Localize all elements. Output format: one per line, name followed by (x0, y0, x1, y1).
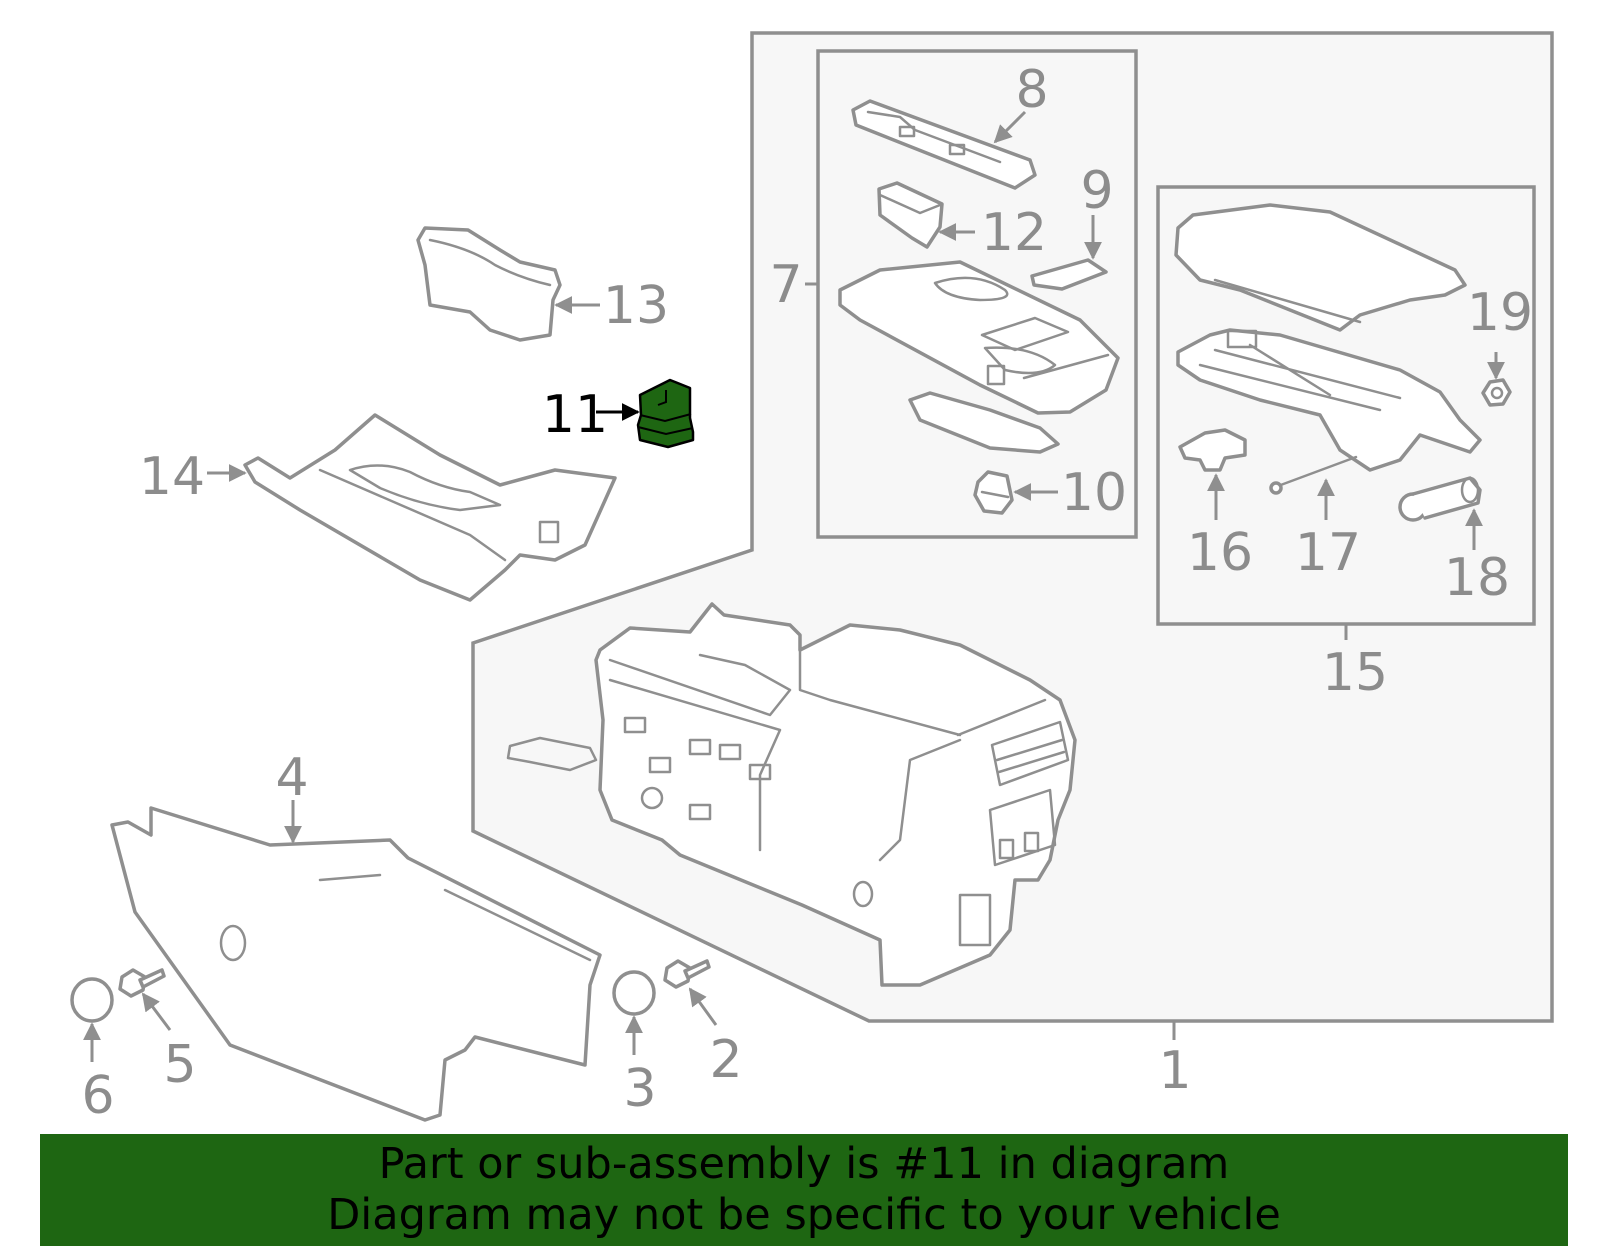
callout-14: 14 (139, 447, 205, 507)
callout-10: 10 (1061, 463, 1127, 523)
part-16-bracket (1178, 428, 1247, 472)
info-banner: Part or sub-assembly is #11 in diagram D… (40, 1134, 1568, 1246)
part-9-trim (1030, 258, 1108, 291)
callout-8: 8 (1015, 60, 1048, 120)
callout-18: 18 (1444, 548, 1510, 608)
part-19-nut (1481, 378, 1512, 407)
part-2-screw (663, 959, 711, 989)
part-14-console-front (243, 413, 617, 602)
callout-17: 17 (1295, 523, 1361, 583)
callout-4: 4 (275, 748, 308, 808)
callout-13: 13 (603, 276, 669, 336)
callout-7: 7 (769, 255, 802, 315)
part-cup-insert (908, 391, 1060, 454)
part-17-pin (1269, 455, 1358, 495)
subassembly-7-box (816, 49, 1138, 539)
part-11-highlighted (636, 378, 695, 449)
part-4-side-panel (110, 806, 602, 1122)
part-1-console (506, 602, 1077, 987)
part-18-damper (1398, 476, 1482, 522)
part-3-cap (612, 970, 656, 1016)
callout-6: 6 (81, 1066, 114, 1126)
leader-lines (83, 110, 1505, 1062)
callout-5: 5 (163, 1035, 196, 1095)
callout-9: 9 (1080, 161, 1113, 221)
part-15-armrest-lid (1174, 203, 1467, 332)
part-7-panel (838, 260, 1120, 415)
callout-19: 19 (1467, 283, 1533, 343)
callout-2: 2 (709, 1030, 742, 1090)
part-12-bracket (877, 181, 944, 249)
part-13-cup-holder (416, 226, 562, 342)
callout-16: 16 (1187, 523, 1253, 583)
callout-12: 12 (981, 203, 1047, 263)
part-8-bezel (851, 99, 1037, 190)
part-5-screw (118, 968, 166, 998)
callout-11: 11 (542, 385, 608, 445)
part-15-armrest-base (1176, 328, 1482, 472)
part-6-cap (70, 977, 114, 1023)
part-10-switch (973, 470, 1014, 515)
banner-line-1: Part or sub-assembly is #11 in diagram (378, 1139, 1230, 1189)
callout-3: 3 (623, 1059, 656, 1119)
callout-1: 1 (1158, 1041, 1191, 1101)
callout-15: 15 (1322, 643, 1388, 703)
banner-line-2: Diagram may not be specific to your vehi… (327, 1190, 1281, 1240)
